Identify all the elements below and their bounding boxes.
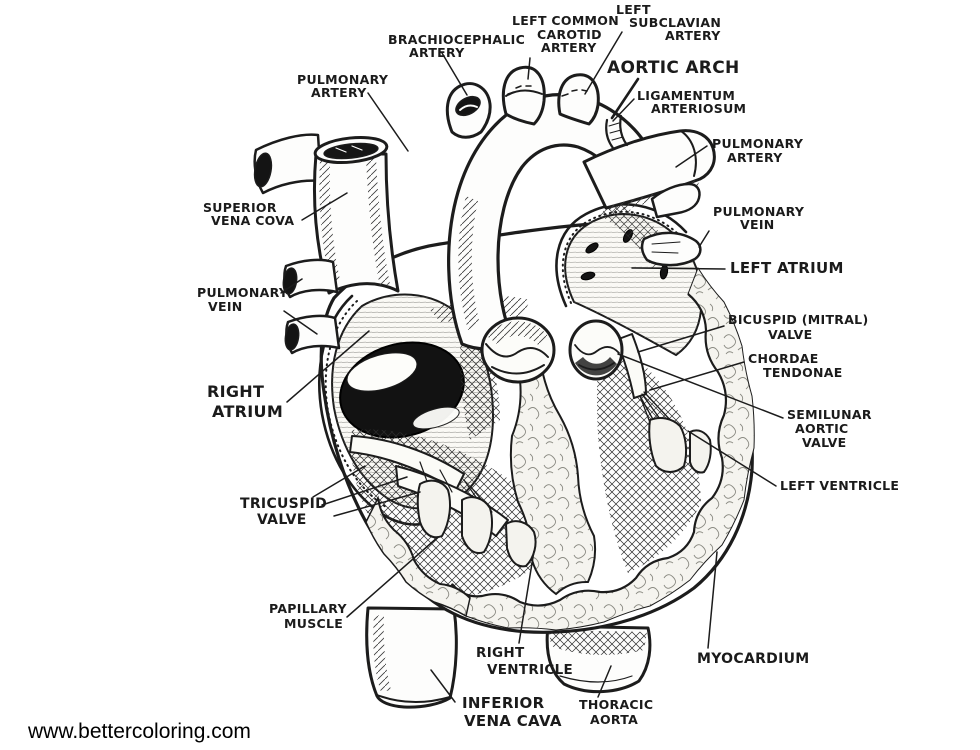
label-text: LEFT VENTRICLE <box>780 478 899 493</box>
papillary-muscle-shape <box>689 429 712 474</box>
mitral-chordae <box>639 391 675 433</box>
superior-vena-cava-drawing <box>313 135 400 295</box>
inferior-vena-cava-drawing <box>365 606 458 709</box>
ligamentum-arteriosum-drawing <box>605 114 629 150</box>
leader-line <box>301 192 348 221</box>
label-text: LEFT ATRIUM <box>730 259 844 277</box>
leader-line <box>631 267 726 270</box>
label-aortic-arch: AORTIC ARCH <box>607 58 740 120</box>
carotid-stub <box>501 65 546 126</box>
semilunar-valves <box>480 316 624 384</box>
label-left-atrium: LEFT ATRIUM <box>631 259 844 277</box>
papillary-muscle-shape <box>416 479 451 539</box>
right-pulmonary-artery-stub <box>253 133 323 195</box>
label-left-ventricle: LEFT VENTRICLE <box>687 430 899 493</box>
label-text: MYOCARDIUM <box>697 651 810 667</box>
label-bicuspid-mitral-valve: BICUSPID (MITRAL)VALVE <box>637 312 868 353</box>
myocardium-inner-edge <box>451 293 728 607</box>
leader-line <box>280 278 303 294</box>
papillary-muscle-shape <box>505 520 537 568</box>
leader-line <box>610 77 640 120</box>
leader-line <box>286 330 370 403</box>
brachiocephalic-stub <box>445 82 492 139</box>
leader-line <box>649 361 745 391</box>
leader-line <box>430 669 456 703</box>
leader-line <box>527 57 531 80</box>
watermark: www.bettercoloring.com <box>28 720 251 743</box>
aortic-valve-drawing <box>568 319 624 381</box>
leader-line <box>675 145 708 168</box>
leader-line <box>617 353 784 419</box>
leader-line <box>346 536 439 618</box>
leader-line <box>321 476 408 506</box>
leader-line <box>597 665 612 698</box>
pulmonary-valve-drawing <box>480 316 556 384</box>
great-vessels <box>253 65 716 355</box>
leader-line <box>687 430 777 487</box>
leader-line <box>333 491 421 517</box>
leader-line <box>312 465 366 498</box>
papillary-muscle-shape <box>648 417 688 473</box>
pulmonary-vein-stubs-right <box>640 182 702 267</box>
leader-line <box>283 310 318 335</box>
rv-wall-inner-edge <box>377 497 471 599</box>
leader-line <box>584 31 623 95</box>
leader-line <box>518 550 535 644</box>
leader-line <box>612 98 635 122</box>
leader-line <box>698 230 710 248</box>
leader-line <box>367 92 409 152</box>
pulmonary-vein-stubs-left <box>282 258 341 355</box>
leader-line <box>707 551 718 649</box>
leader-line <box>637 325 725 353</box>
thoracic-aorta-drawing <box>545 624 652 694</box>
label-text: BICUSPID (MITRAL)VALVE <box>728 312 868 342</box>
label-text: AORTIC ARCH <box>607 58 740 78</box>
left-ventricle-cavity <box>596 334 701 573</box>
label-myocardium: MYOCARDIUM <box>697 551 810 667</box>
papillary-muscle-shape <box>461 496 493 554</box>
leader-line <box>441 52 468 96</box>
